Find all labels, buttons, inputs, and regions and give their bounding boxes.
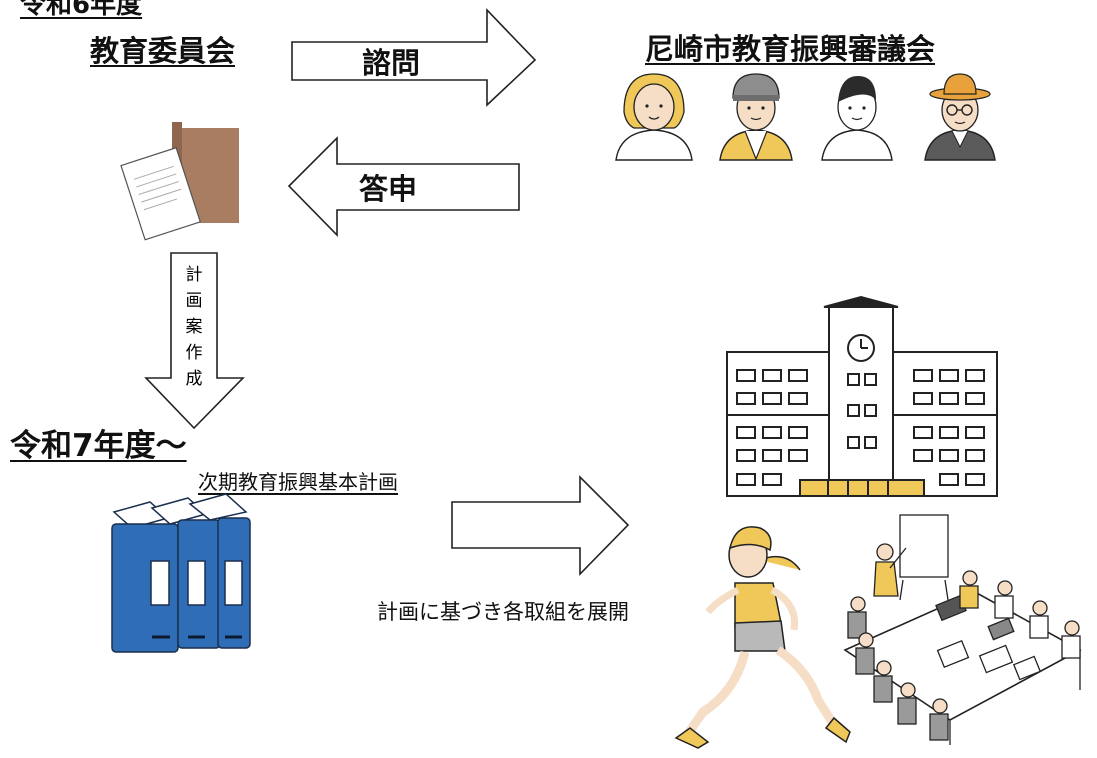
consult-arrow: 諮問 <box>291 8 537 107</box>
report-label: 答申 <box>359 172 417 206</box>
draft-char-4: 作 <box>186 343 203 363</box>
draft-arrow: 計 画 案 作 成 <box>144 252 245 430</box>
document-envelope-icon <box>120 122 239 241</box>
draft-char-1: 計 <box>186 265 203 285</box>
council-heading: 尼崎市教育振興審議会 <box>645 32 936 66</box>
report-arrow: 答申 <box>287 136 520 237</box>
school-building-icon <box>726 295 998 497</box>
draft-char-2: 画 <box>186 291 203 311</box>
runner-icon <box>674 526 851 749</box>
cap-person-icon <box>719 73 793 161</box>
draft-char-3: 案 <box>186 317 203 337</box>
meeting-icon <box>843 514 1082 745</box>
consult-label: 諮問 <box>362 46 420 80</box>
binders-icon <box>111 493 251 653</box>
draft-char-5: 成 <box>186 369 203 389</box>
top-cut-heading: 令和6年度 <box>20 0 143 20</box>
deploy-label: 計画に基づき各取組を展開 <box>377 600 629 624</box>
board-heading: 教育委員会 <box>90 34 236 68</box>
year-heading: 令和7年度～ <box>10 428 187 464</box>
plan-name: 次期教育振興基本計画 <box>198 470 398 494</box>
deploy-arrow <box>451 475 630 576</box>
hat-elder-icon <box>924 73 996 161</box>
man-icon <box>821 76 893 161</box>
woman-icon <box>615 73 693 161</box>
